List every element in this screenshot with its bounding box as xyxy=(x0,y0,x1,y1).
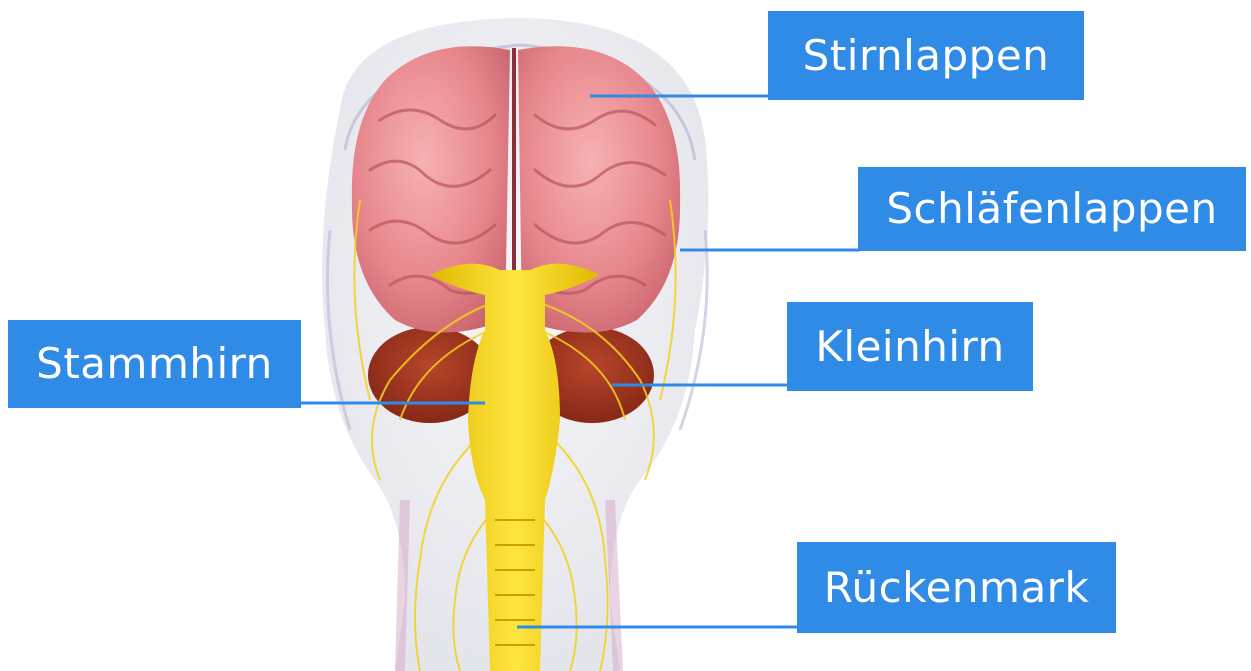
label-frontal-lobe: Stirnlappen xyxy=(768,11,1084,100)
label-temporal-lobe: Schläfenlappen xyxy=(858,167,1246,251)
label-cerebellum-text: Kleinhirn xyxy=(815,326,1004,368)
label-spinal-cord-text: Rückenmark xyxy=(824,567,1090,609)
label-cerebellum: Kleinhirn xyxy=(787,302,1033,391)
label-spinal-cord: Rückenmark xyxy=(797,542,1116,633)
label-temporal-lobe-text: Schläfenlappen xyxy=(886,188,1217,230)
label-brainstem-text: Stammhirn xyxy=(36,343,273,385)
label-frontal-lobe-text: Stirnlappen xyxy=(803,35,1050,77)
label-brainstem: Stammhirn xyxy=(8,320,301,408)
